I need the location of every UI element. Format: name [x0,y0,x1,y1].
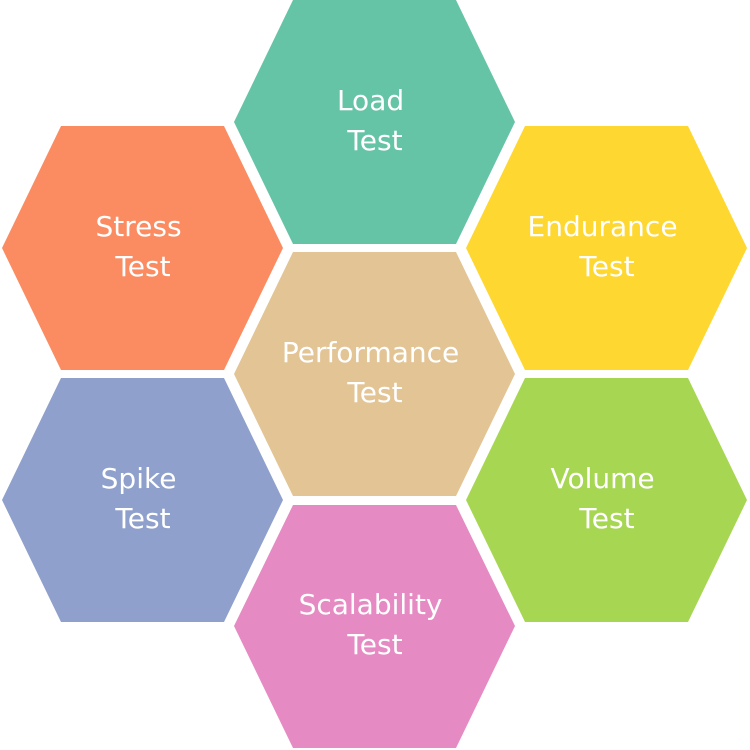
hexagon-label: Spike Test [101,462,186,535]
hexagon-performance-test: Performance Test [234,252,515,496]
hexagon-label-line1: Volume [550,462,654,495]
hexagon-label-line2: Test [114,250,170,283]
hexagon-spike-test: Spike Test [2,378,283,622]
hexagon-shape [234,252,515,496]
hexagon-label-line1: Endurance [528,210,678,243]
hexagon-label-line2: Test [346,628,402,661]
hexagon-label-line2: Test [346,376,402,409]
hexagon-label-line2: Test [578,250,634,283]
hexagon-scalability-test: Scalability Test [234,505,515,748]
hexagon-label-line2: Test [114,502,170,535]
hexagon-label-line2: Test [578,502,634,535]
hexagon-volume-test: Volume Test [466,378,747,622]
hexagon-load-test: Load Test [234,0,515,244]
hexagon-label-line1: Scalability [299,588,443,621]
hexagon-shape [2,126,283,370]
hexagon-label-line1: Load [337,84,404,117]
hexagon-label-line1: Performance [282,336,459,369]
hexagon-label: Load Test [337,84,413,157]
hexagon-shape [234,0,515,244]
hexagon-label: Performance Test [282,336,468,409]
hexagon-label: Endurance Test [528,210,687,283]
hexagon-label: Stress Test [96,210,191,283]
hexagon-label-line1: Spike [101,462,177,495]
hexagon-label-line2: Test [346,124,402,157]
hexagon-endurance-test: Endurance Test [466,126,747,370]
hexagon-label-line1: Stress [96,210,182,243]
hexagon-stress-test: Stress Test [2,126,283,370]
hexagon-label: Volume Test [550,462,663,535]
hexagon-shape [2,378,283,622]
hexagon-label: Scalability Test [299,588,452,661]
hexagon-shape [466,378,747,622]
hexagon-shape [466,126,747,370]
hexagon-shape [234,505,515,748]
